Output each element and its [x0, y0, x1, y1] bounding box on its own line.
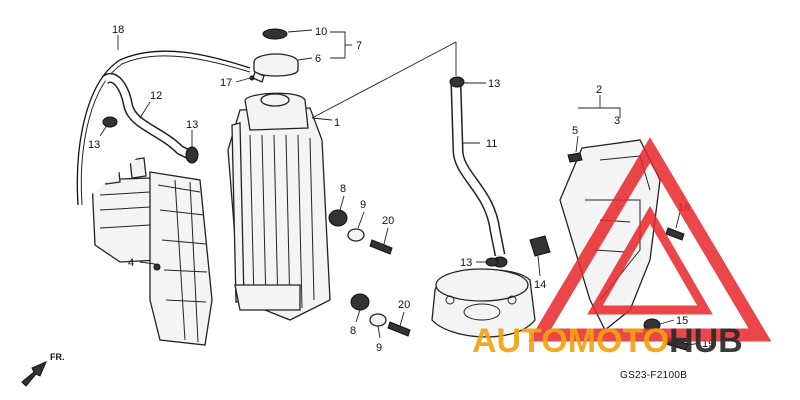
- callout-13: 13: [186, 119, 198, 131]
- callout-8: 8: [340, 183, 346, 195]
- front-direction-arrow: FR.: [21, 352, 65, 387]
- callout-2: 2: [596, 84, 602, 96]
- hose-clamp: [485, 257, 499, 267]
- callout-20: 20: [398, 299, 410, 311]
- callout-3: 3: [614, 115, 620, 127]
- callout-9: 9: [360, 199, 366, 211]
- watermark-text: AUTOMOTOHUB: [472, 322, 743, 360]
- callout-9: 9: [376, 342, 382, 354]
- callout-13: 13: [460, 257, 472, 269]
- radiator-cap: [253, 28, 299, 77]
- cylinder-head: [431, 268, 536, 338]
- callout-6: 6: [315, 53, 321, 65]
- shroud-mount: [529, 235, 551, 257]
- watermark-triangle: [528, 137, 772, 342]
- callout-5: 5: [572, 125, 578, 137]
- callout-10: 10: [315, 26, 327, 38]
- shroud-clip: [567, 152, 583, 163]
- callout-1: 1: [334, 117, 340, 129]
- direction-label: FR.: [50, 352, 65, 362]
- upper-mount-hardware: [328, 209, 393, 255]
- callout-20: 20: [382, 215, 394, 227]
- callout-7: 7: [356, 40, 362, 52]
- callout-13: 13: [88, 139, 100, 151]
- watermark-text-dark: HUB: [669, 322, 743, 360]
- watermark-logo: [528, 137, 772, 342]
- callout-17: 17: [220, 77, 232, 89]
- radiator: [227, 92, 331, 321]
- callout-4: 4: [128, 257, 134, 269]
- watermark-triangle-inner: [587, 206, 713, 315]
- watermark-text-accent: AUTOMOTO: [472, 322, 669, 360]
- callout-12: 12: [150, 90, 162, 102]
- hose-clamp: [102, 116, 199, 164]
- callout-13: 13: [488, 78, 500, 90]
- radiator-grille: [91, 171, 213, 346]
- callout-15: 15: [676, 315, 688, 327]
- callout-18: 18: [112, 24, 124, 36]
- diagram-code: GS23-F2100B: [620, 370, 687, 381]
- lower-mount-hardware: [350, 293, 411, 337]
- callout-8: 8: [350, 325, 356, 337]
- shroud-bolt: [665, 227, 685, 241]
- leader-lines: [99, 29, 701, 346]
- callout-14: 14: [534, 279, 546, 291]
- callout-11: 11: [486, 138, 497, 150]
